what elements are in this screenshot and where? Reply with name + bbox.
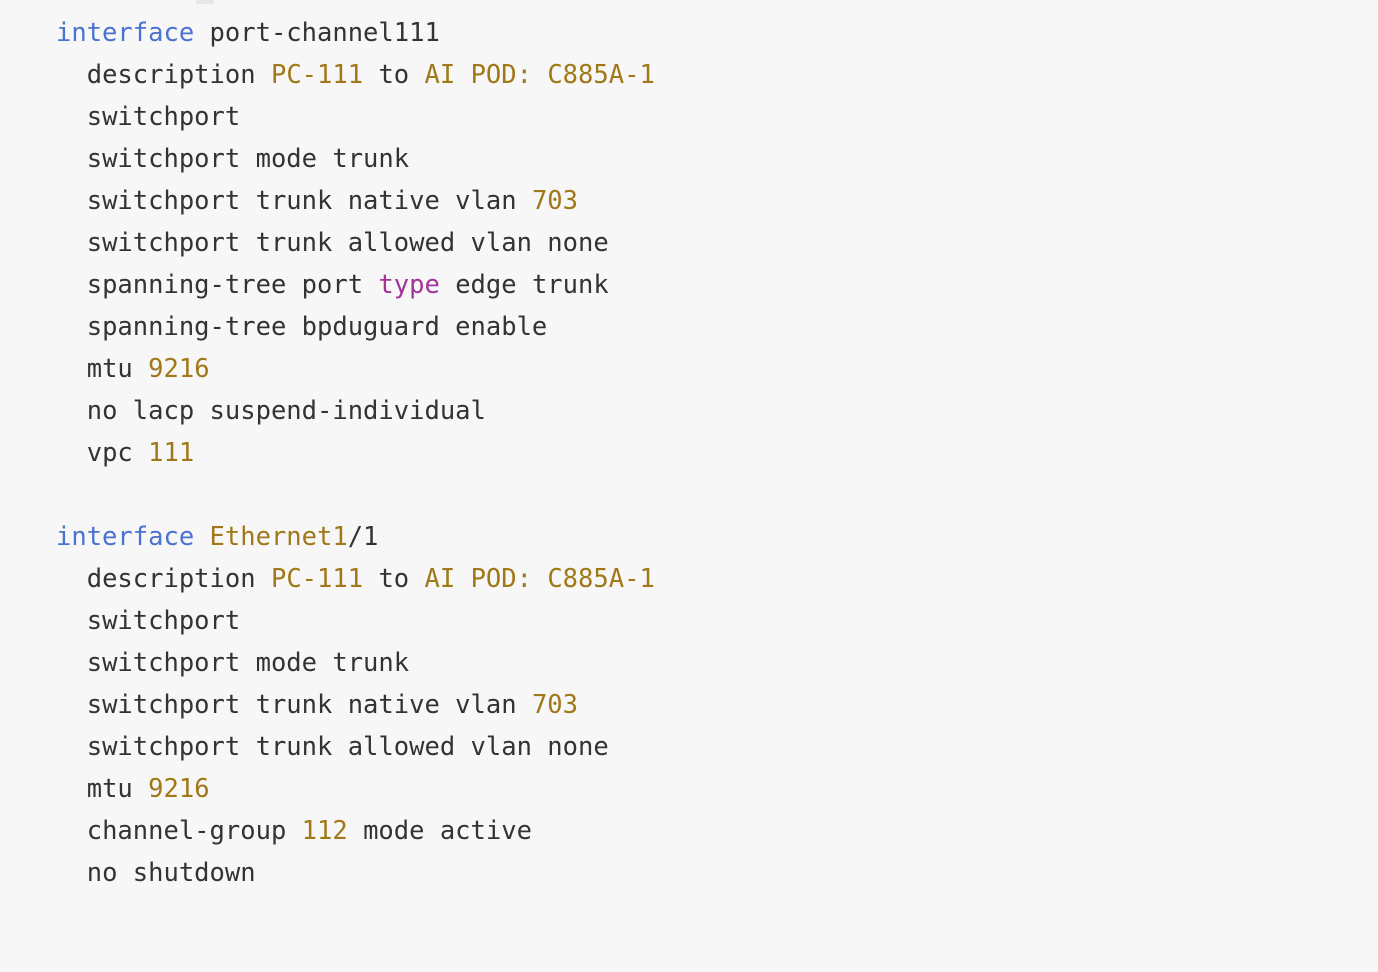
code-token-value: Ethernet1 — [209, 522, 348, 552]
code-token-plain: spanning-tree port — [86, 270, 379, 300]
code-line: description PC-111 to AI POD: C885A-1 — [56, 54, 1378, 96]
code-token-plain: edge trunk — [439, 270, 609, 300]
code-token-plain: switchport trunk native vlan — [86, 186, 532, 216]
code-token-plain — [56, 858, 87, 888]
code-token-plain: mtu — [86, 354, 149, 384]
code-token-plain: spanning-tree bpduguard enable — [86, 312, 548, 342]
code-token-value: 9216 — [148, 354, 210, 384]
code-line: vpc 111 — [56, 432, 1378, 474]
code-token-plain: /1 — [347, 522, 379, 552]
code-line: description PC-111 to AI POD: C885A-1 — [56, 558, 1378, 600]
code-line: spanning-tree port type edge trunk — [56, 264, 1378, 306]
code-line: switchport trunk allowed vlan none — [56, 726, 1378, 768]
code-token-value: PC-111 — [270, 60, 364, 90]
code-token-plain: switchport trunk allowed vlan none — [86, 732, 609, 762]
code-token-plain: vpc — [86, 438, 149, 468]
code-token-value: 111 — [148, 438, 195, 468]
code-line: switchport trunk native vlan 703 — [56, 180, 1378, 222]
code-token-plain — [56, 606, 87, 636]
code-line: mtu 9216 — [56, 348, 1378, 390]
code-token-plain — [56, 816, 87, 846]
code-token-plain: switchport trunk native vlan — [86, 690, 532, 720]
code-token-plain: to — [363, 564, 425, 594]
code-token-plain — [56, 396, 87, 426]
code-line: interface Ethernet1/1 — [56, 516, 1378, 558]
code-token-plain: port-channel111 — [209, 18, 440, 48]
code-token-plain: channel-group — [86, 816, 302, 846]
code-token-plain — [56, 354, 87, 384]
code-token-plain — [256, 60, 271, 90]
code-token-keyword: interface — [56, 522, 195, 552]
code-token-plain: switchport trunk allowed vlan none — [86, 228, 609, 258]
code-line: switchport trunk native vlan 703 — [56, 684, 1378, 726]
code-token-plain — [56, 312, 87, 342]
code-token-plain: no shutdown — [86, 858, 256, 888]
code-line-list: interface port-channel111 description PC… — [56, 12, 1378, 894]
code-token-plain — [56, 270, 87, 300]
code-token-value: 9216 — [148, 774, 210, 804]
code-token-value: 112 — [301, 816, 348, 846]
code-token-plain — [56, 144, 87, 174]
code-token-plain: description — [86, 60, 256, 90]
code-line: switchport mode trunk — [56, 642, 1378, 684]
code-token-plain: switchport mode trunk — [86, 144, 410, 174]
code-token-plain: no lacp suspend-individual — [86, 396, 486, 426]
code-token-plain: switchport — [86, 606, 241, 636]
code-token-plain: switchport — [86, 102, 241, 132]
code-token-plain — [56, 60, 87, 90]
code-token-plain — [56, 732, 87, 762]
code-token-plain — [256, 564, 271, 594]
code-token-plain: mode active — [347, 816, 532, 846]
code-line-blank — [56, 474, 1378, 516]
code-token-plain — [56, 564, 87, 594]
code-token-value: 703 — [531, 186, 578, 216]
code-token-plain: to — [363, 60, 425, 90]
code-token-value: AI POD: C885A-1 — [424, 564, 655, 594]
code-token-plain: mtu — [86, 774, 149, 804]
code-line: channel-group 112 mode active — [56, 810, 1378, 852]
code-token-value: PC-111 — [270, 564, 364, 594]
code-token-keyword: interface — [56, 18, 195, 48]
code-token-plain — [56, 648, 87, 678]
clipped-line-artifact — [196, 0, 214, 4]
code-line: interface port-channel111 — [56, 12, 1378, 54]
code-line: switchport — [56, 600, 1378, 642]
code-token-plain — [194, 522, 209, 552]
code-token-type: type — [378, 270, 440, 300]
code-token-value: AI POD: C885A-1 — [424, 60, 655, 90]
code-token-plain: switchport mode trunk — [86, 648, 410, 678]
code-token-value: 703 — [531, 690, 578, 720]
code-line: mtu 9216 — [56, 768, 1378, 810]
code-line: spanning-tree bpduguard enable — [56, 306, 1378, 348]
code-line: no shutdown — [56, 852, 1378, 894]
code-token-plain — [194, 18, 209, 48]
code-line: switchport — [56, 96, 1378, 138]
code-token-plain: description — [86, 564, 256, 594]
code-token-plain — [56, 774, 87, 804]
code-token-plain — [56, 228, 87, 258]
code-line: switchport mode trunk — [56, 138, 1378, 180]
code-line: no lacp suspend-individual — [56, 390, 1378, 432]
code-token-plain — [56, 102, 87, 132]
code-token-plain — [56, 186, 87, 216]
code-token-plain — [56, 690, 87, 720]
code-line: switchport trunk allowed vlan none — [56, 222, 1378, 264]
code-token-plain — [56, 438, 87, 468]
